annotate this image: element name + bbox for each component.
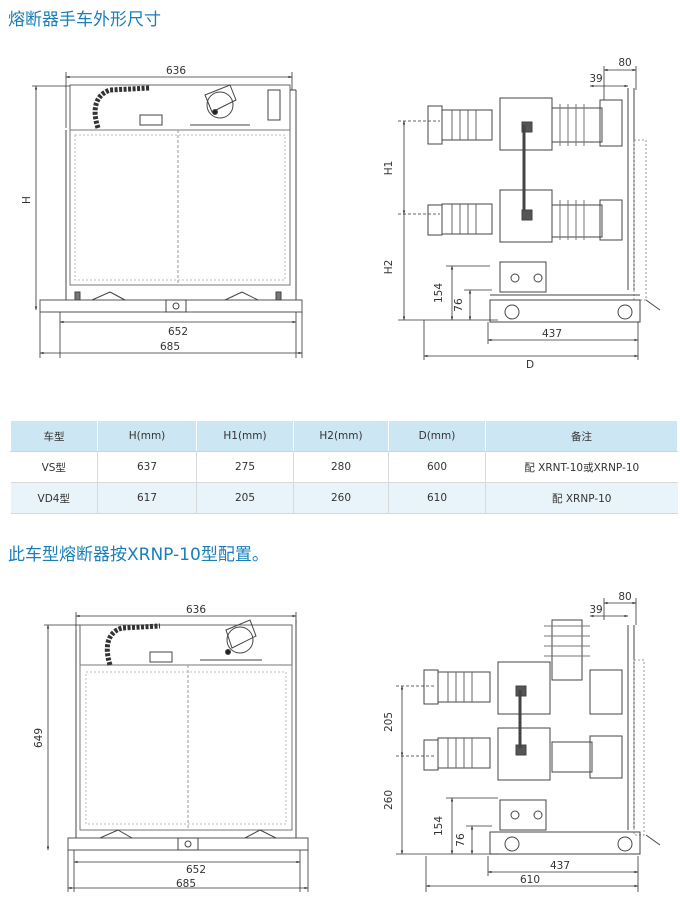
side-view-2: [423, 619, 661, 855]
dim-685-b: 685: [176, 878, 196, 890]
table-row: VD4型 617 205 260 610 配 XRNP-10: [10, 482, 678, 514]
dim-h: H: [21, 196, 33, 204]
dim-76: 76: [453, 298, 465, 312]
table-cell: 260: [293, 482, 389, 514]
dim-649: 649: [33, 728, 45, 748]
dim-h2: H2: [383, 260, 395, 275]
table-header: H2(mm): [293, 420, 389, 452]
table-cell: 610: [388, 482, 486, 514]
spec-table: 车型 H(mm) H1(mm) H2(mm) D(mm) 备注 VS型 637 …: [10, 420, 678, 514]
dim-80: 80: [618, 57, 631, 69]
dim-80-b: 80: [618, 591, 631, 603]
table-cell: 205: [196, 482, 294, 514]
side-dimensions: [398, 66, 639, 360]
dim-652: 652: [168, 326, 188, 338]
table-header-row: 车型 H(mm) H1(mm) H2(mm) D(mm) 备注: [10, 420, 678, 452]
front-view: [39, 84, 303, 313]
fuse-truck-drawing-vs: 636 H 652 685: [21, 57, 661, 371]
dim-d: D: [526, 359, 534, 371]
table-header: H1(mm): [196, 420, 294, 452]
dim-685: 685: [160, 341, 180, 353]
dim-260: 260: [383, 790, 395, 810]
dim-652-b: 652: [186, 864, 206, 876]
dim-636-b: 636: [186, 604, 206, 616]
front-dimensions-2: [44, 612, 309, 892]
table-cell: 280: [293, 451, 389, 483]
table-row: VS型 637 275 280 600 配 XRNT-10或XRNP-10: [10, 451, 678, 483]
dim-154-b: 154: [433, 816, 445, 836]
table-cell: 275: [196, 451, 294, 483]
dim-39: 39: [589, 73, 602, 85]
side-dimensions-2: [396, 598, 639, 892]
dim-154: 154: [433, 283, 445, 303]
dim-636: 636: [166, 65, 186, 77]
table-header: 备注: [485, 420, 678, 452]
table-cell: VD4型: [10, 482, 98, 514]
table-header: D(mm): [388, 420, 486, 452]
table-cell: 600: [388, 451, 486, 483]
side-view: [427, 88, 661, 323]
dim-610: 610: [520, 874, 540, 886]
table-cell: 配 XRNT-10或XRNP-10: [485, 451, 678, 483]
table-cell: 637: [97, 451, 197, 483]
dim-437: 437: [542, 328, 562, 340]
table-header: 车型: [10, 420, 98, 452]
dim-76-b: 76: [455, 833, 467, 847]
dim-437-b: 437: [550, 860, 570, 872]
table-cell: 配 XRNP-10: [485, 482, 678, 514]
front-view-2: [67, 619, 309, 851]
dim-205: 205: [383, 712, 395, 732]
table-cell: 617: [97, 482, 197, 514]
section-title-xrnp: 此车型熔断器按XRNP-10型配置。: [8, 545, 269, 565]
table-header: H(mm): [97, 420, 197, 452]
front-dimensions: [32, 72, 303, 358]
dim-h1: H1: [383, 161, 395, 176]
table-cell: VS型: [10, 451, 98, 483]
dim-39-b: 39: [589, 604, 602, 616]
section-title-dimensions: 熔断器手车外形尺寸: [8, 10, 161, 30]
